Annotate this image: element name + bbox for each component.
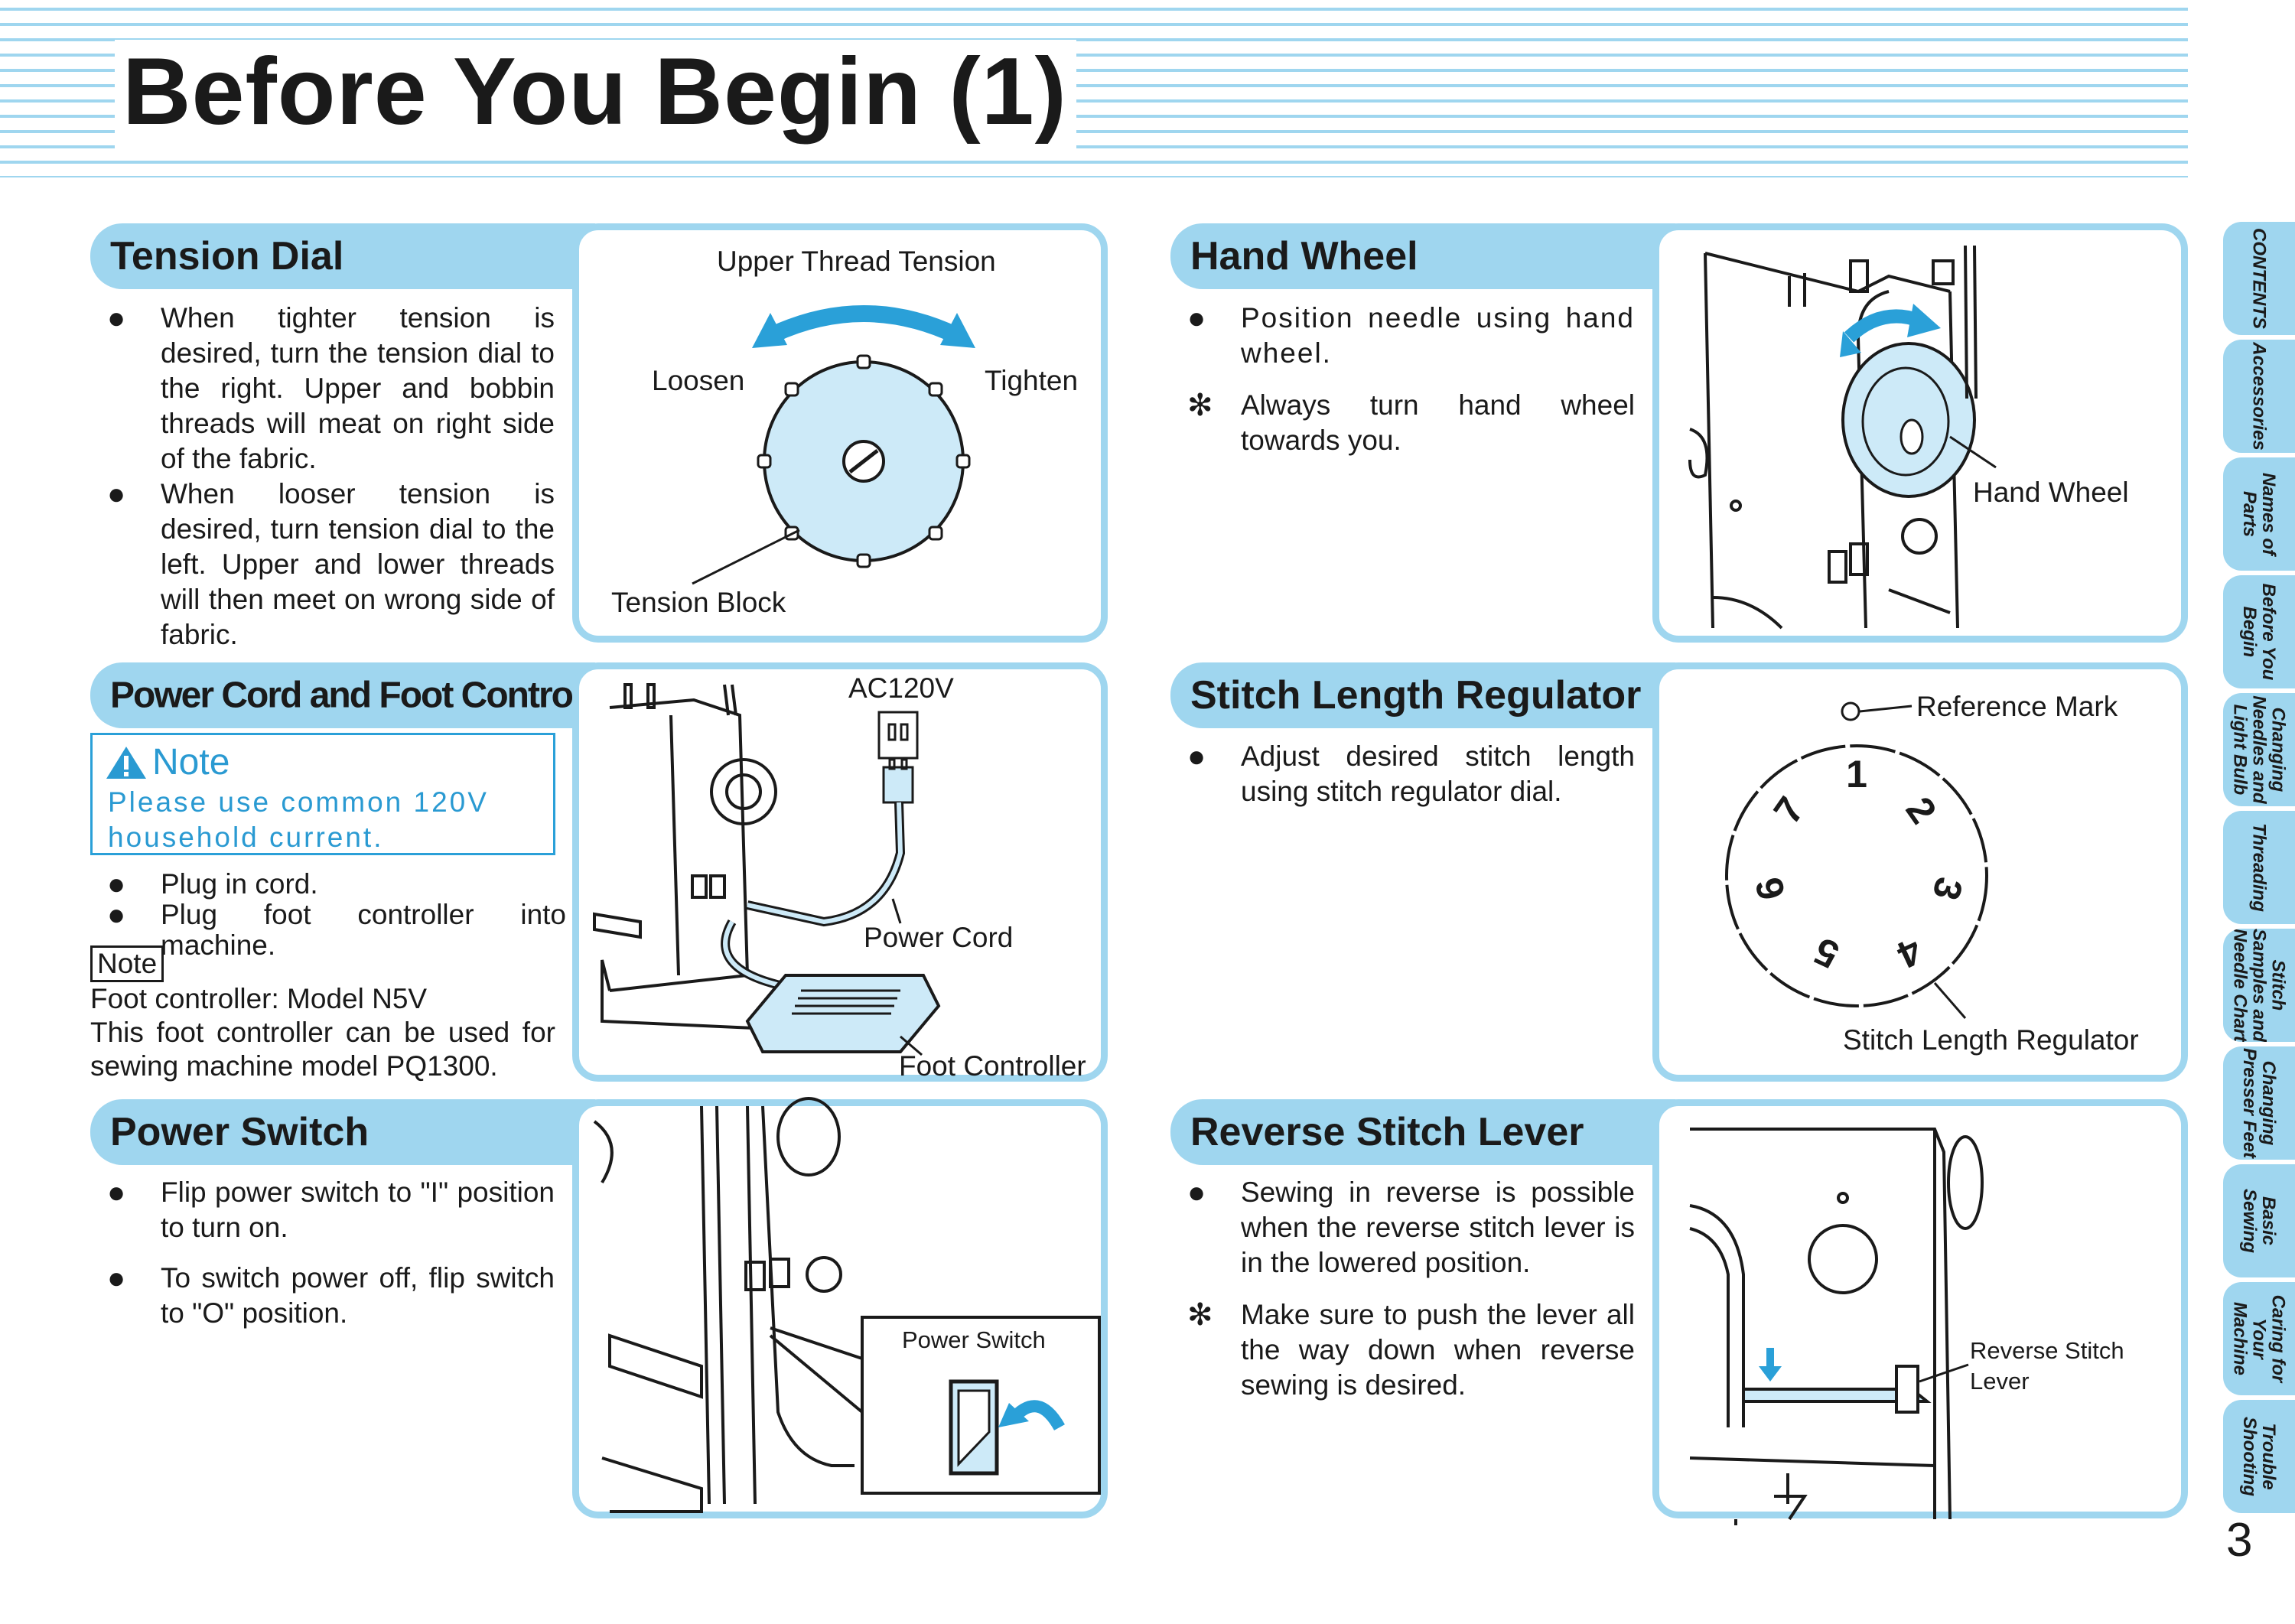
reverse-lever-label-1: Reverse Stitch <box>1970 1337 2124 1364</box>
power-switch-bullet-1: ●Flip power switch to "I" position to tu… <box>107 1176 555 1243</box>
hand-wheel-bullet-1: ●Position needle using hand wheel. <box>1187 301 1635 369</box>
reverse-stitch-asterisk-1: ✻Make sure to push the lever all the way… <box>1187 1298 1635 1401</box>
tension-dial-illustration <box>692 305 975 585</box>
power-switch-figure-panel: Power Switch <box>572 1097 1108 1518</box>
bullet-icon: ● <box>1187 1176 1206 1209</box>
asterisk-icon: ✻ <box>1187 389 1213 422</box>
section-heading-stitch-length: Stitch Length Regulator <box>1170 662 1675 728</box>
reverse-stitch-figure-panel: Reverse Stitch Lever <box>1652 1099 2188 1525</box>
hand-wheel-illustration <box>1688 245 1997 630</box>
power-switch-illustration <box>593 1097 1101 1513</box>
bullet-icon: ● <box>1187 301 1208 335</box>
hand-wheel-text: ●Position needle using hand wheel. ✻Alwa… <box>1187 301 1635 458</box>
reverse-stitch-bullet-1: ●Sewing in reverse is possible when the … <box>1187 1176 1635 1278</box>
stitch-length-regulator-label: Stitch Length Regulator <box>1843 1024 2139 1056</box>
loosen-label: Loosen <box>652 365 745 396</box>
tension-dial-text: ●When tighter tension is desired, turn t… <box>107 301 555 653</box>
page-title: Before You Begin (1) <box>115 40 1076 149</box>
tab-before-you-begin[interactable]: Before You Begin <box>2223 575 2295 688</box>
tab-stitch-samples[interactable]: Stitch Samples and Needle Chart <box>2223 929 2295 1042</box>
reference-mark-label: Reference Mark <box>1916 691 2118 722</box>
current-note-box: Note Please use common 120V household cu… <box>90 733 555 855</box>
tab-changing-presser-feet[interactable]: Changing Presser Feet <box>2223 1046 2295 1160</box>
stitch-length-text: ●Adjust desired stitch length using stit… <box>1187 739 1635 809</box>
power-cord-bullets: ●Plug in cord. ●Plug foot controller int… <box>107 869 566 961</box>
asterisk-icon: ✻ <box>1187 1298 1213 1332</box>
tab-trouble-shooting[interactable]: Trouble Shooting <box>2223 1400 2295 1513</box>
power-switch-bullet-2: ●To switch power off, flip switch to "O"… <box>107 1261 555 1329</box>
power-cord-illustration <box>593 683 941 1056</box>
tension-dial-bullet-2: ●When looser tension is desired, turn te… <box>107 477 555 650</box>
bullet-icon: ● <box>107 1261 126 1295</box>
bullet-icon: ● <box>107 1176 126 1209</box>
note-line-2: This foot controller can be used for sew… <box>90 1017 555 1082</box>
reverse-lever-label-2: Lever <box>1970 1368 2030 1395</box>
bullet-icon: ● <box>107 867 126 901</box>
stitch-dial-illustration: 1 2 3 4 5 6 7 <box>1725 701 1988 1019</box>
hand-wheel-asterisk-1: ✻Always turn hand wheel towards you. <box>1187 389 1635 456</box>
stitch-length-heading: Stitch Length Regulator <box>1190 673 1642 718</box>
power-cord-figure-panel: AC120V Power Cord Foot Controller <box>572 662 1108 1082</box>
reverse-stitch-heading: Reverse Stitch Lever <box>1190 1110 1584 1154</box>
ac120v-label: AC120V <box>848 672 954 704</box>
bullet-icon: ● <box>107 898 126 932</box>
power-cord-bullet-2: ●Plug foot controller into machine. <box>107 898 566 961</box>
tab-basic-sewing[interactable]: Basic Sewing <box>2223 1164 2295 1277</box>
power-cord-heading: Power Cord and Foot Controller <box>110 675 623 716</box>
upper-thread-tension-label: Upper Thread Tension <box>717 246 996 277</box>
tab-caring-for-machine[interactable]: Caring for Your Machine <box>2223 1282 2295 1395</box>
tab-accessories[interactable]: Accessories <box>2223 340 2295 453</box>
power-cord-label: Power Cord <box>864 922 1014 953</box>
tab-names-of-parts[interactable]: Names of Parts <box>2223 457 2295 571</box>
section-heading-hand-wheel: Hand Wheel <box>1170 223 1675 289</box>
bullet-icon: ● <box>107 477 126 511</box>
foot-controller-note: Note Foot controller: Model N5V This foo… <box>90 945 555 1083</box>
hand-wheel-figure-panel: Hand Wheel <box>1652 223 2188 643</box>
section-heading-tension-dial: Tension Dial <box>90 223 595 289</box>
section-heading-reverse-stitch: Reverse Stitch Lever <box>1170 1099 1675 1165</box>
power-switch-text: ●Flip power switch to "I" position to tu… <box>107 1175 555 1331</box>
tension-dial-heading: Tension Dial <box>110 234 344 278</box>
power-switch-heading: Power Switch <box>110 1110 369 1154</box>
tension-dial-figure-panel: Upper Thread Tension Loosen Tighten Tens… <box>572 223 1108 643</box>
warning-icon <box>106 746 146 779</box>
tab-threading[interactable]: Threading <box>2223 811 2295 924</box>
note-title: Note <box>105 741 553 783</box>
power-switch-label: Power Switch <box>902 1326 1046 1353</box>
tab-changing-needles[interactable]: Changing Needles and Light Bulb <box>2223 693 2295 806</box>
note-label: Note <box>90 945 164 982</box>
page-number: 3 <box>2226 1514 2253 1567</box>
section-heading-power-switch: Power Switch <box>90 1099 595 1165</box>
dial-number-1: 1 <box>1846 753 1867 796</box>
note-line-1: Foot controller: Model N5V <box>90 983 428 1014</box>
section-heading-power-cord: Power Cord and Foot Controller <box>90 662 623 728</box>
bullet-icon: ● <box>1187 740 1206 773</box>
hand-wheel-label: Hand Wheel <box>1973 477 2129 508</box>
bullet-icon: ● <box>107 301 126 335</box>
power-cord-bullet-1: ●Plug in cord. <box>107 867 318 901</box>
reverse-stitch-text: ●Sewing in reverse is possible when the … <box>1187 1175 1635 1403</box>
stitch-length-figure-panel: Reference Mark Stitch Length Regulator 1… <box>1652 662 2188 1082</box>
stitch-length-bullet-1: ●Adjust desired stitch length using stit… <box>1187 740 1635 807</box>
note-body: Please use common 120V household current… <box>108 786 489 853</box>
hand-wheel-heading: Hand Wheel <box>1190 234 1418 278</box>
tension-block-label: Tension Block <box>611 587 786 618</box>
tension-dial-bullet-1: ●When tighter tension is desired, turn t… <box>107 301 555 474</box>
reverse-lever-illustration <box>1689 1128 1984 1525</box>
tighten-label: Tighten <box>985 365 1079 396</box>
foot-controller-label: Foot Controller <box>899 1050 1086 1082</box>
tab-contents[interactable]: CONTENTS <box>2223 222 2295 335</box>
